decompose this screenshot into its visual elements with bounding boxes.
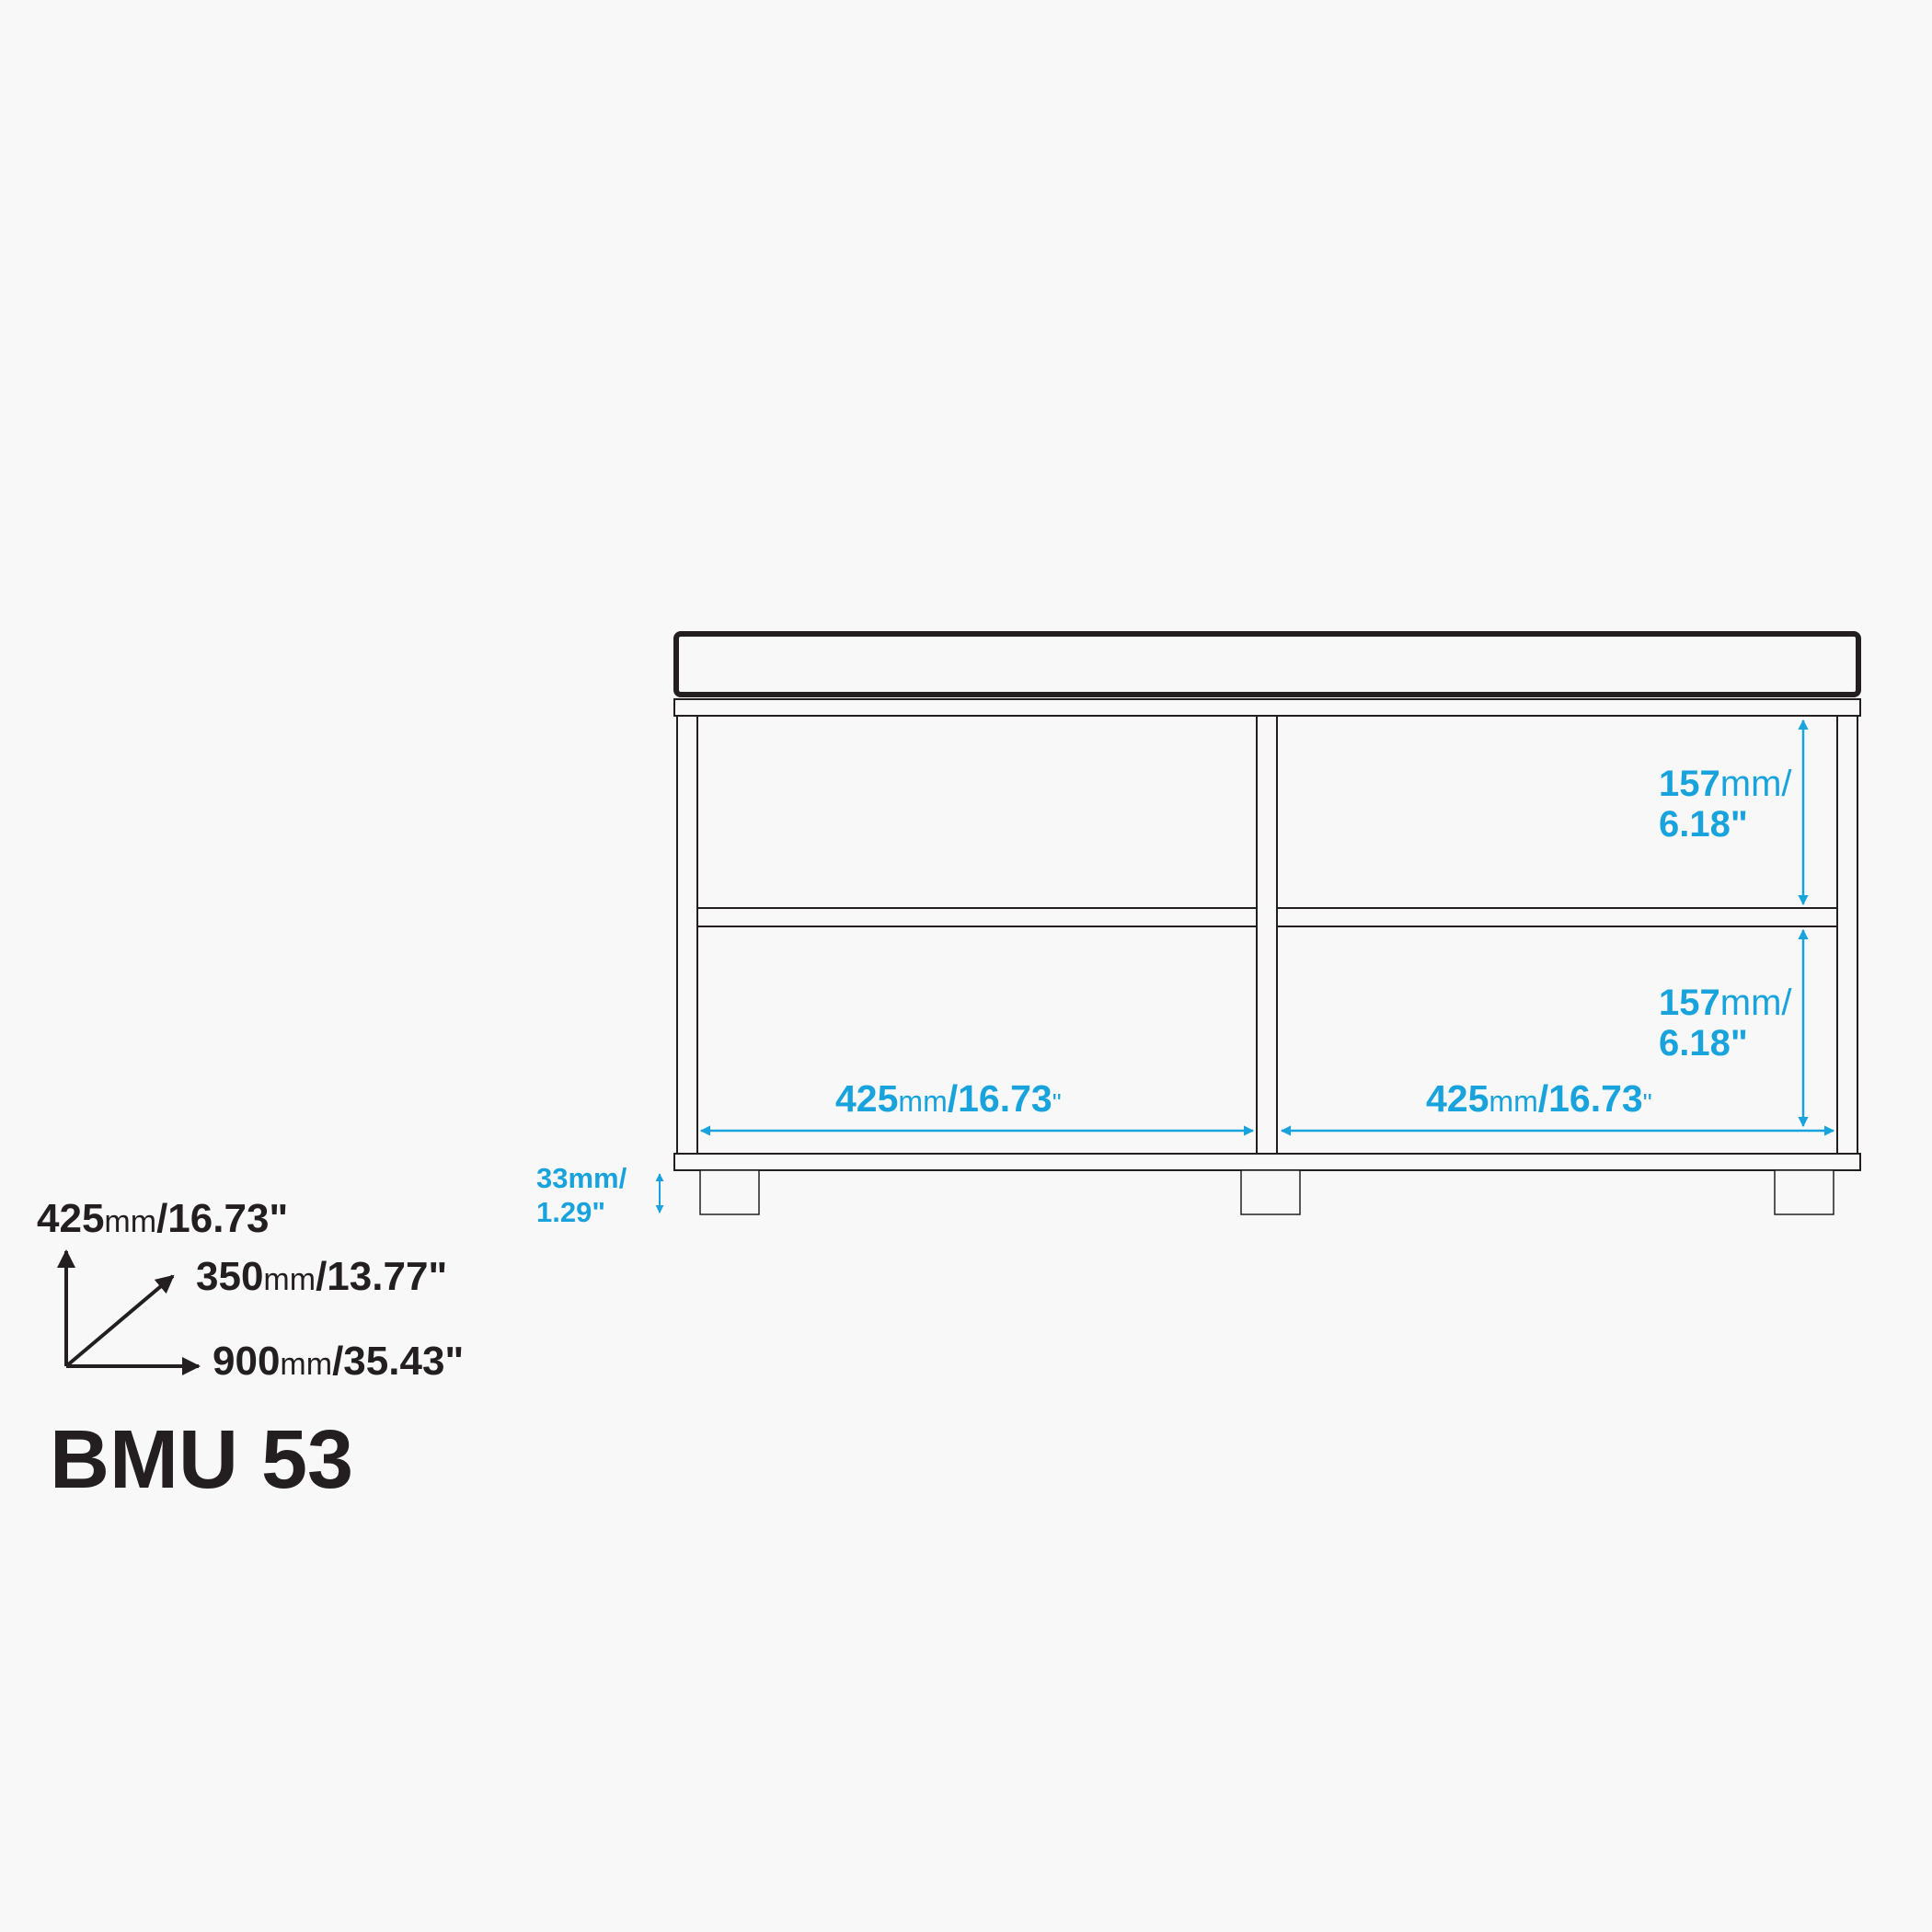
bottom-board — [673, 1153, 1861, 1171]
right-compartment-width-label: 425mm/16.73" — [1426, 1080, 1652, 1118]
left-side-panel — [676, 715, 698, 1155]
overall-height-unit: mm — [104, 1204, 157, 1239]
depth-axis-arrow — [64, 1274, 175, 1368]
right-shelf — [1276, 907, 1838, 927]
seat-cushion — [673, 631, 1861, 697]
leg-right — [1774, 1169, 1834, 1215]
right-width-unit: mm — [1489, 1085, 1538, 1118]
top-board — [673, 698, 1861, 717]
lower-height-imperial: 6.18" — [1659, 1023, 1748, 1064]
left-width-imperial: /16.73 — [947, 1077, 1052, 1120]
upper-height-imperial: 6.18" — [1659, 804, 1748, 845]
left-width-unit: mm — [898, 1085, 948, 1118]
leg-height-imperial: 1.29" — [536, 1196, 606, 1228]
overall-height-label: 425mm/16.73" — [37, 1199, 288, 1239]
overall-width-label: 900mm/35.43" — [213, 1341, 464, 1382]
right-width-value: 425 — [1426, 1077, 1489, 1120]
leg-height-label: 33mm/ 1.29" — [536, 1164, 627, 1226]
lower-height-value: 157 — [1659, 983, 1720, 1023]
model-name: BMU 53 — [50, 1414, 354, 1506]
upper-height-value: 157 — [1659, 764, 1720, 804]
left-compartment-width-label: 425mm/16.73" — [835, 1080, 1062, 1118]
upper-shelf-height-label: 157mm/ 6.18" — [1659, 765, 1792, 843]
leg-middle — [1240, 1169, 1301, 1215]
right-width-imperial: /16.73 — [1537, 1077, 1643, 1120]
left-shelf — [696, 907, 1258, 927]
upper-height-unit: mm/ — [1719, 764, 1792, 804]
leg-left — [699, 1169, 760, 1215]
overall-width-unit: mm — [280, 1347, 333, 1382]
left-width-value: 425 — [835, 1077, 899, 1120]
overall-width-imperial: /35.43" — [332, 1339, 465, 1384]
overall-height-imperial: /16.73" — [156, 1196, 289, 1241]
overall-width-value: 900 — [213, 1339, 281, 1384]
middle-divider — [1256, 715, 1278, 1155]
overall-depth-label: 350mm/13.77" — [196, 1257, 447, 1297]
overall-height-value: 425 — [37, 1196, 105, 1241]
right-width-quote: " — [1642, 1088, 1652, 1117]
overall-depth-imperial: /13.77" — [316, 1254, 448, 1299]
lower-shelf-height-label: 157mm/ 6.18" — [1659, 984, 1792, 1062]
leg-height-metric: 33mm/ — [536, 1162, 627, 1194]
left-width-quote: " — [1052, 1088, 1062, 1117]
right-side-panel — [1836, 715, 1858, 1155]
lower-height-unit: mm/ — [1719, 983, 1792, 1023]
overall-depth-unit: mm — [263, 1262, 316, 1297]
overall-depth-value: 350 — [196, 1254, 264, 1299]
